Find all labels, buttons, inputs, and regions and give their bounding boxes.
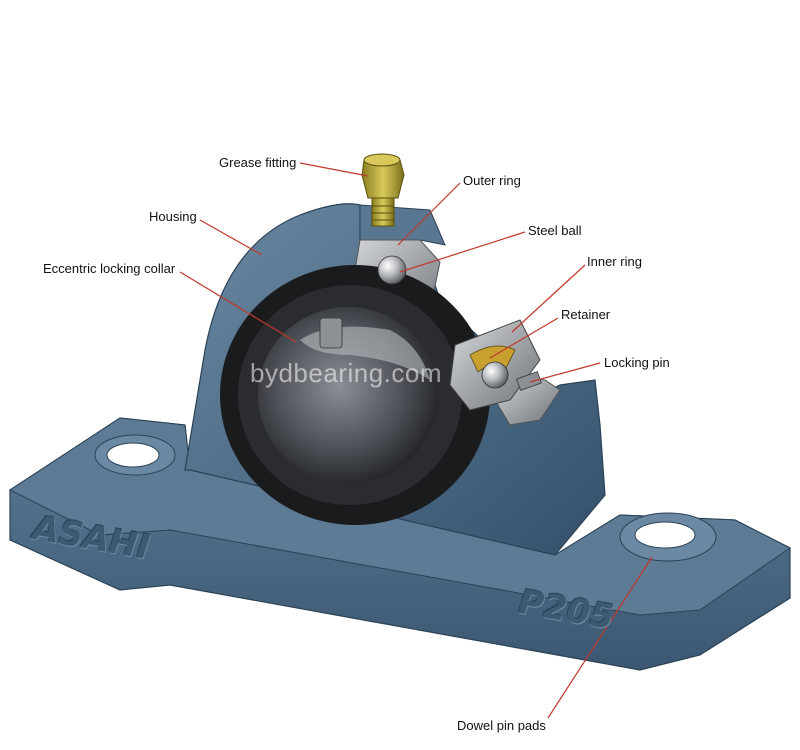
label-locking-pin: Locking pin: [604, 355, 670, 370]
label-grease-fitting: Grease fitting: [219, 155, 297, 170]
label-retainer: Retainer: [561, 307, 611, 322]
leader-eccentric-collar: [179, 271, 297, 343]
dowel-pin-pad-right: [619, 512, 717, 562]
label-outer-ring: Outer ring: [463, 173, 521, 188]
steel-ball-upper: [377, 255, 407, 285]
label-steel-ball: Steel ball: [528, 223, 582, 238]
label-dowel-pin-pads: Dowel pin pads: [457, 718, 546, 733]
grease-fitting: [361, 153, 405, 227]
label-eccentric-locking-collar: Eccentric locking collar: [43, 261, 176, 276]
leader-dowel-pin-pads: [547, 556, 653, 719]
leader-locking-pin: [529, 362, 601, 383]
label-inner-ring: Inner ring: [587, 254, 642, 269]
leader-inner-ring: [511, 264, 586, 333]
leader-retainer: [489, 317, 559, 359]
locking-pin: [319, 317, 542, 391]
bearing-insert: [220, 265, 490, 525]
watermark: bydbearing.com: [250, 358, 442, 388]
leader-housing: [199, 219, 263, 256]
leader-lines: [179, 162, 653, 719]
label-housing: Housing: [149, 209, 197, 224]
leader-outer-ring: [397, 182, 461, 246]
leader-grease-fitting: [299, 162, 369, 177]
housing-base: [8, 417, 791, 671]
steel-ball-lower: [481, 361, 509, 389]
dowel-pin-pad-left: [94, 434, 176, 476]
leader-steel-ball: [399, 231, 526, 273]
